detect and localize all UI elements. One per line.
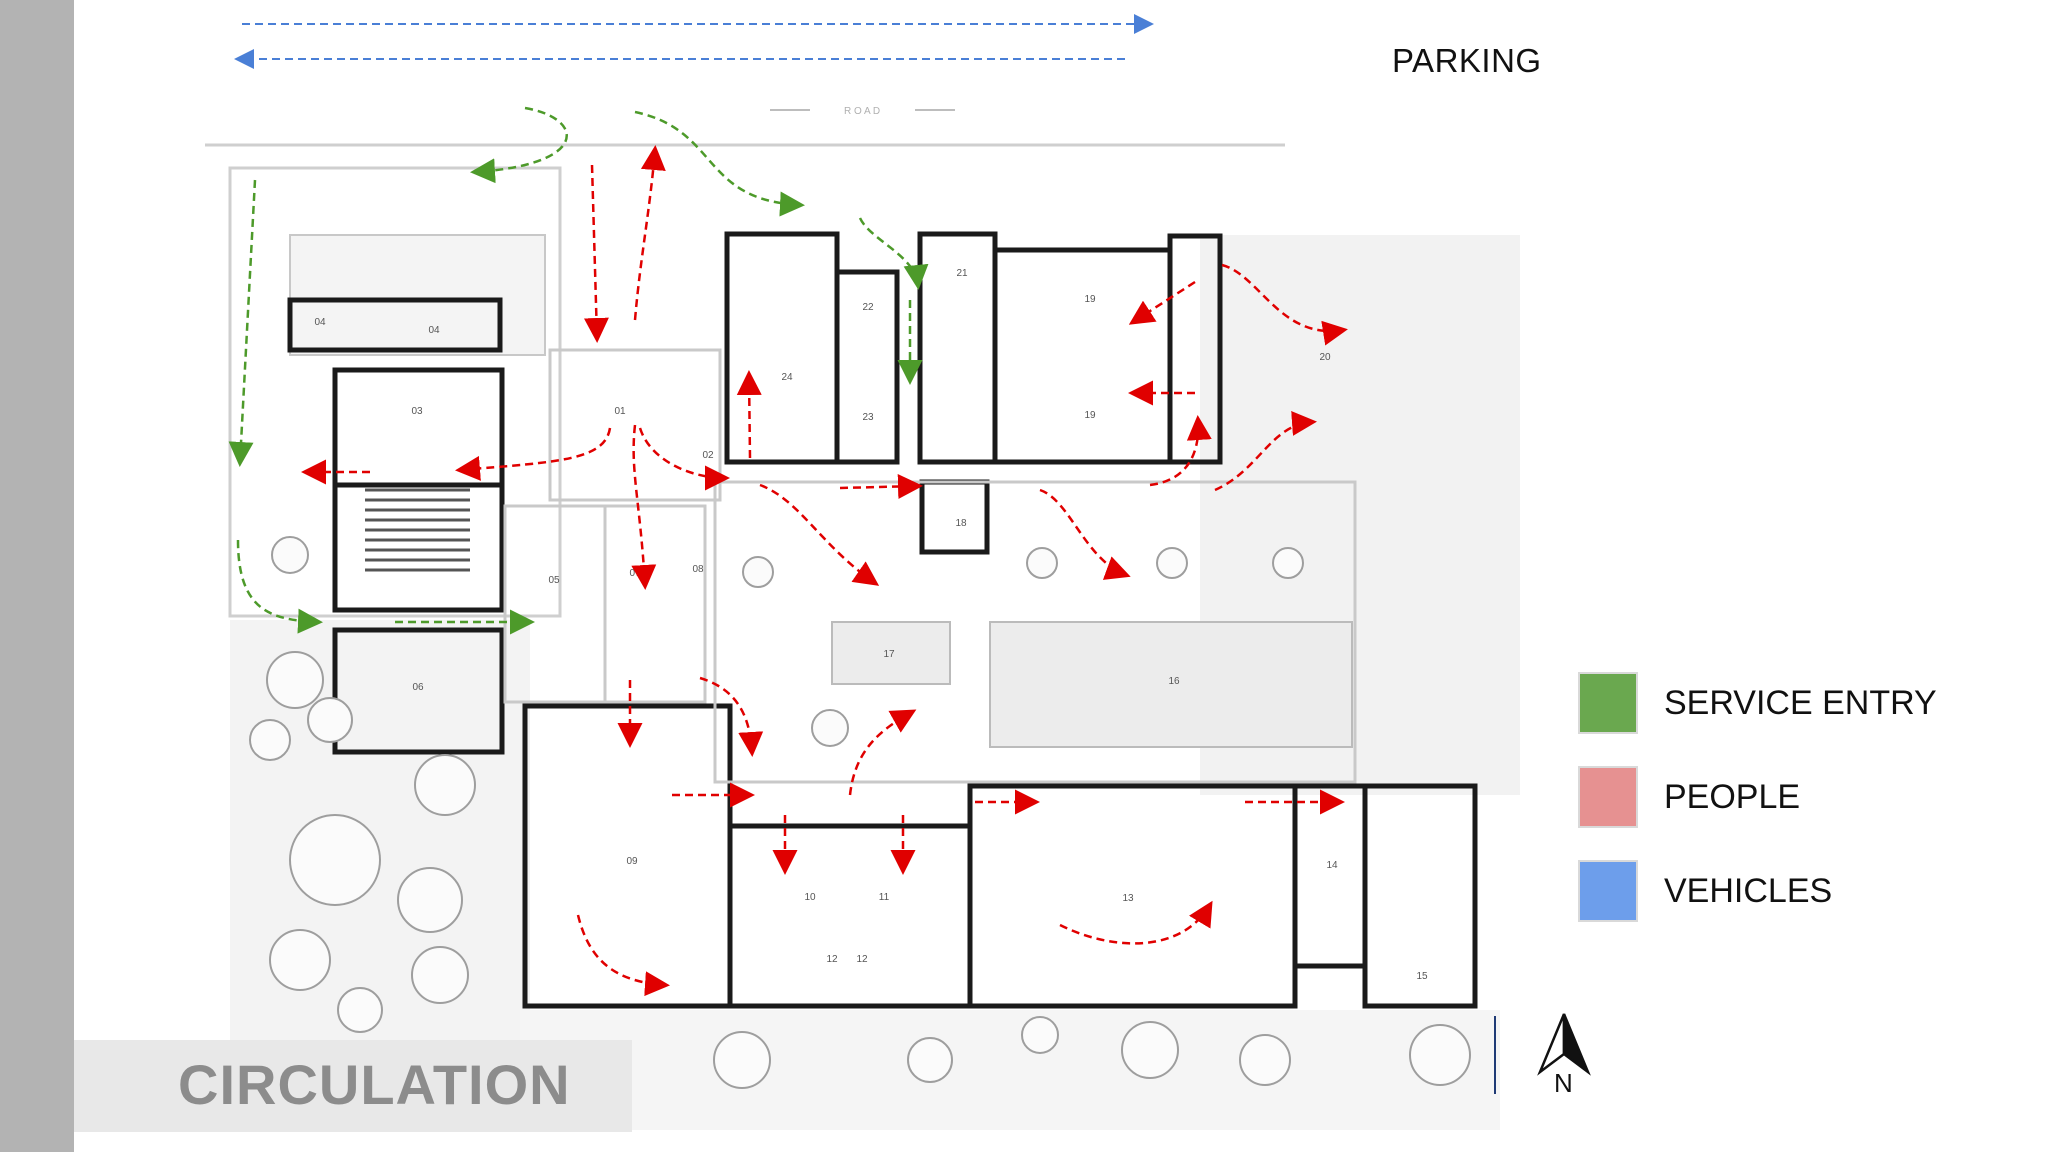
site-outline-west bbox=[228, 166, 562, 618]
room-19-b: 19 bbox=[1084, 410, 1096, 421]
left-side-bar bbox=[0, 0, 74, 1152]
room-18: 18 bbox=[955, 518, 967, 529]
room-14: 14 bbox=[1326, 860, 1338, 871]
room-22: 22 bbox=[862, 302, 874, 313]
north-arrow-icon bbox=[1537, 1013, 1591, 1076]
legend-swatch-people bbox=[1578, 766, 1638, 828]
room-09: 09 bbox=[626, 856, 638, 867]
room-20: 20 bbox=[1319, 352, 1331, 363]
room-13: 13 bbox=[1122, 893, 1134, 904]
room-21: 21 bbox=[956, 268, 968, 279]
legend-item-vehicles: VEHICLES bbox=[1578, 860, 1998, 922]
trees bbox=[249, 536, 1471, 1089]
people-arrows bbox=[301, 145, 1348, 997]
road-label: R O A D bbox=[844, 106, 880, 117]
legend-item-service-entry: SERVICE ENTRY bbox=[1578, 672, 1998, 734]
legend-swatch-service bbox=[1578, 672, 1638, 734]
legend-label-people: PEOPLE bbox=[1664, 778, 1801, 816]
legend-label-vehicles: VEHICLES bbox=[1664, 872, 1833, 910]
landscape-south bbox=[520, 1010, 1500, 1130]
room-11: 11 bbox=[879, 892, 890, 903]
room-23: 23 bbox=[862, 412, 874, 423]
room-01: 01 bbox=[614, 406, 626, 417]
light-walls bbox=[503, 348, 1357, 784]
service-arrows bbox=[228, 106, 929, 635]
room-10: 10 bbox=[804, 892, 816, 903]
road: R O A D bbox=[205, 106, 1285, 147]
title-box: CIRCULATION bbox=[74, 1040, 632, 1132]
legend-item-people: PEOPLE bbox=[1578, 766, 1998, 828]
room-04-b: 04 bbox=[428, 325, 440, 336]
room-06: 06 bbox=[412, 682, 424, 693]
pool-small bbox=[831, 621, 951, 685]
building-walls bbox=[287, 231, 1478, 1009]
scale-line bbox=[1494, 1016, 1496, 1094]
auditorium-seating bbox=[365, 488, 470, 572]
room-12-a: 12 bbox=[826, 954, 838, 965]
room-05: 05 bbox=[548, 575, 560, 586]
legend-label-service: SERVICE ENTRY bbox=[1664, 684, 1937, 722]
room-19-a: 19 bbox=[1084, 294, 1096, 305]
room-02: 02 bbox=[702, 450, 714, 461]
room-17: 17 bbox=[883, 649, 895, 660]
courtyard-northwest bbox=[289, 234, 546, 356]
page-title: CIRCULATION bbox=[178, 1053, 571, 1116]
legend-swatch-vehicles bbox=[1578, 860, 1638, 922]
room-16: 16 bbox=[1168, 676, 1180, 687]
room-03: 03 bbox=[411, 406, 423, 417]
north-label: N bbox=[1554, 1068, 1573, 1098]
vehicle-arrows bbox=[234, 14, 1154, 69]
room-12-b: 12 bbox=[856, 954, 868, 965]
room-07: 07 bbox=[629, 568, 641, 579]
room-08: 08 bbox=[692, 564, 704, 575]
room-04-a: 04 bbox=[314, 317, 326, 328]
room-15: 15 bbox=[1416, 971, 1428, 982]
pool-large bbox=[989, 621, 1353, 748]
room-24: 24 bbox=[781, 372, 793, 383]
parking-label: PARKING bbox=[1392, 42, 1542, 79]
